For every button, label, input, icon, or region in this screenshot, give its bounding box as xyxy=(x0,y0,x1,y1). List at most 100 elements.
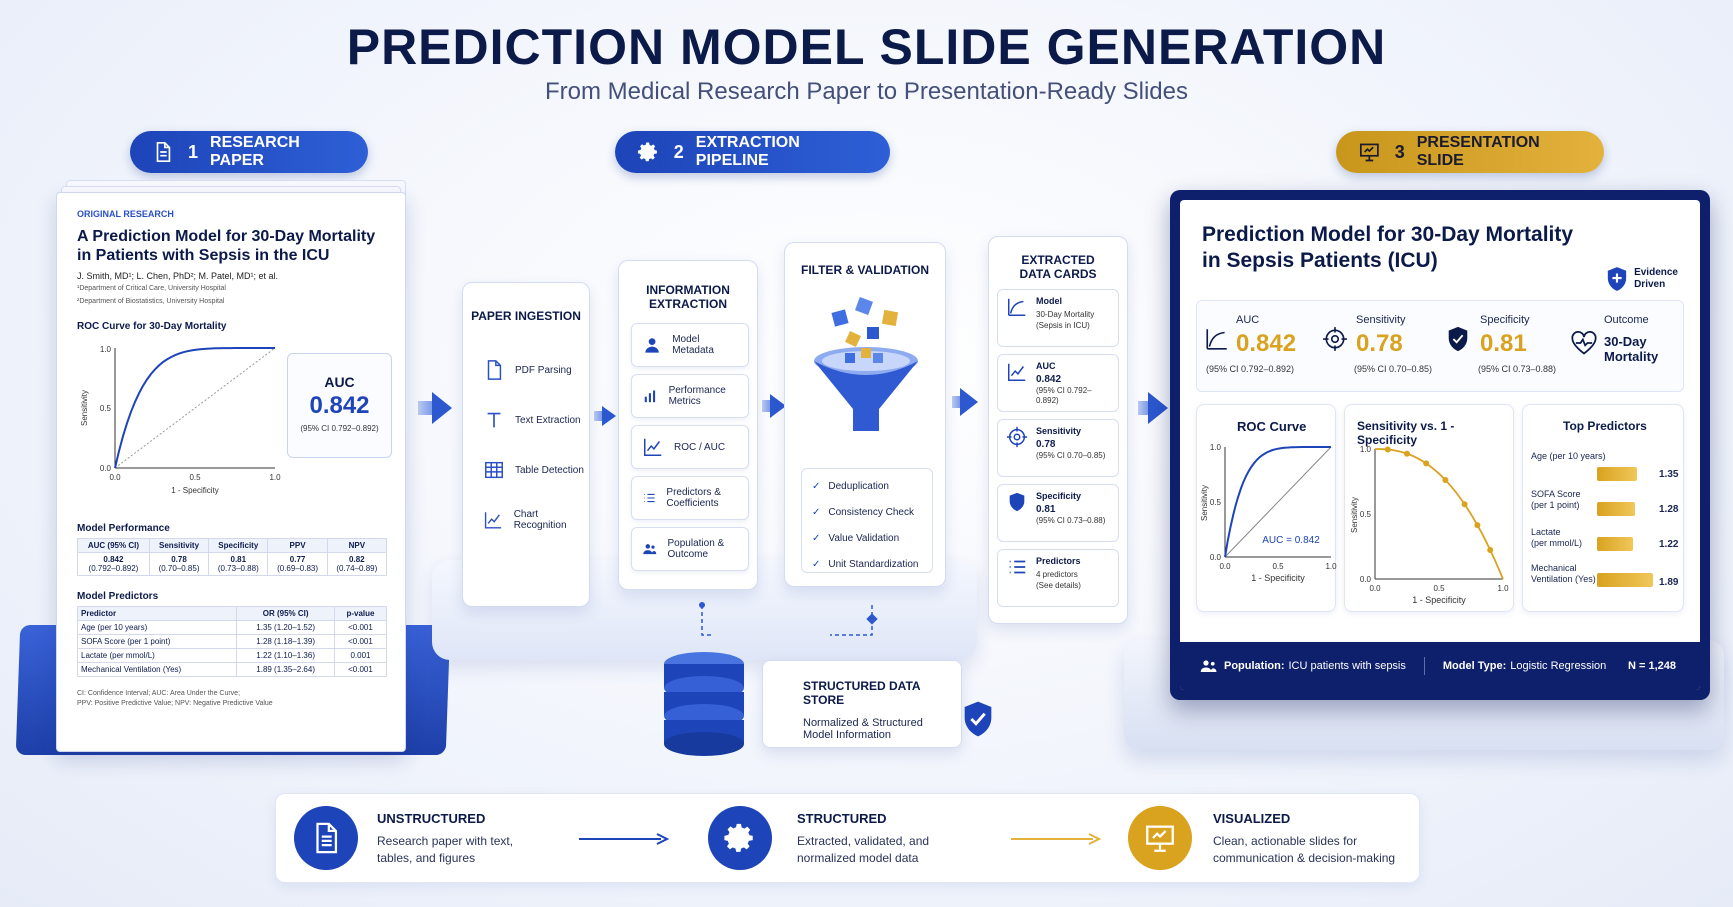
unstructured-circle xyxy=(294,806,358,870)
pred-header: OR (95% CI) xyxy=(236,606,335,621)
step-2-number: 2 xyxy=(673,141,684,162)
paper-pred-title: Model Predictors xyxy=(77,591,159,602)
kpi-specificity: Specificity 0.81 (95% CI 0.73–0.88) xyxy=(1442,300,1557,392)
filter-title: FILTER & VALIDATION xyxy=(801,263,929,277)
pred-header: p-value xyxy=(333,606,388,621)
structured-data-store: STRUCTURED DATA STORE Normalized & Struc… xyxy=(762,660,962,748)
user-icon xyxy=(645,338,659,353)
database-icon xyxy=(664,652,744,756)
paper-ingestion-title: PAPER INGESTION xyxy=(471,309,581,323)
tp-value: 1.28 xyxy=(1659,504,1679,515)
perf-header: AUC (95% CI) xyxy=(77,538,150,553)
perf-cell: 0.842(0.792–0.892) xyxy=(77,552,150,576)
heart-pulse-icon xyxy=(1571,331,1597,355)
info-item-roc: ROC / AUC xyxy=(631,425,749,469)
line-chart-icon xyxy=(1008,363,1026,381)
flow-arrow-2 xyxy=(1138,392,1168,424)
research-paper: ORIGINAL RESEARCH A Prediction Model for… xyxy=(56,192,406,752)
shield-check-icon xyxy=(964,701,992,737)
shield-icon xyxy=(1448,326,1468,352)
slide-ss-chart: 1.0 0.5 0.0 0.0 0.5 1.0 1 - Specificity … xyxy=(1350,445,1509,605)
summary-strip: UNSTRUCTURED Research paper with text,ta… xyxy=(275,793,1420,883)
paper-roc-xlabel: 1 - Specificity xyxy=(171,486,219,495)
step-1-pill: 1 RESEARCH PAPER xyxy=(130,131,368,173)
structured-heading: STRUCTURED xyxy=(797,811,887,826)
paper-dept-2: ²Department of Biostatistics, University… xyxy=(77,298,225,305)
ss-point xyxy=(1442,477,1449,483)
paper-roc-xtick: 1.0 xyxy=(269,473,281,482)
kpi-auc: AUC 0.842 (95% CI 0.792–0.892) xyxy=(1206,314,1297,374)
tp-label-age: Age (per 10 years) xyxy=(1531,451,1606,461)
tp-value: 1.35 xyxy=(1659,469,1679,480)
paper-perf-title: Model Performance xyxy=(77,523,170,534)
step-1-number: 1 xyxy=(188,141,199,162)
bar-chart-icon xyxy=(644,390,656,403)
filter-item-value: ✓Value Validation xyxy=(812,532,900,544)
paper-roc-chart: 1.0 0.5 0.0 0.0 0.5 1.0 1 - Specificity … xyxy=(80,345,281,495)
info-item-predictors: Predictors & Coefficients xyxy=(631,476,749,520)
cards-title-1: EXTRACTED xyxy=(1021,253,1095,267)
summary-arrow-1 xyxy=(579,833,669,845)
pred-header: Predictor xyxy=(76,606,238,621)
ss-point xyxy=(1384,446,1391,453)
slide-ss-title: Sensitivity vs. 1 - Specificity xyxy=(1357,419,1455,447)
paper-footnote-1: CI: Confidence Interval; AUC: Area Under… xyxy=(77,690,241,697)
page-subtitle: From Medical Research Paper to Presentat… xyxy=(545,78,1188,105)
check-icon: ✓ xyxy=(812,480,821,492)
slide-roc-ylabel: Sensitivity xyxy=(1200,485,1209,521)
ingestion-item-text: Text Extraction xyxy=(483,395,589,445)
store-desc-1: Normalized & Structured xyxy=(803,717,923,729)
tp-bar xyxy=(1597,502,1635,516)
slide-roc-xtick: 0.5 xyxy=(1272,562,1284,571)
slide-roc-auc: AUC = 0.842 xyxy=(1262,535,1320,546)
paper-roc-xtick: 0.0 xyxy=(109,473,121,482)
slide-roc-xtick: 1.0 xyxy=(1325,562,1337,571)
slide-roc-chart: 1.0 0.5 0.0 0.0 0.5 1.0 1 - Specificity … xyxy=(1200,443,1337,583)
slide-ss-card: Sensitivity vs. 1 - Specificity 1.0 0.5 … xyxy=(1344,404,1514,612)
perf-cell: 0.81(0.73–0.88) xyxy=(208,552,269,576)
paper-pred-table: Predictor OR (95% CI) p-value Age (per 1… xyxy=(76,606,388,677)
tp-bar xyxy=(1597,573,1653,587)
paper-tag: ORIGINAL RESEARCH xyxy=(77,209,174,219)
slide-roc-curve xyxy=(1224,446,1331,558)
store-connectors xyxy=(699,602,878,636)
shield-icon xyxy=(1009,492,1025,512)
perf-header: PPV xyxy=(267,538,328,553)
step-3-pill: 3 PRESENTATION SLIDE xyxy=(1336,131,1604,173)
ss-point xyxy=(1461,501,1468,508)
perf-header: Sensitivity xyxy=(148,538,210,553)
visualized-heading: VISUALIZED xyxy=(1213,811,1291,826)
kpi-outcome: Outcome 30-Day Mortality xyxy=(1566,300,1681,392)
paper-authors: J. Smith, MD¹; L. Chen, PhD²; M. Patel, … xyxy=(77,271,279,281)
gear-icon xyxy=(724,823,753,852)
users-icon xyxy=(1200,660,1217,672)
step-2-label: EXTRACTION PIPELINE xyxy=(695,134,800,169)
shield-plus-icon xyxy=(1607,267,1627,291)
slide-roc-xlabel: 1 - Specificity xyxy=(1251,573,1305,583)
table-icon xyxy=(485,461,503,479)
text-icon xyxy=(487,412,501,428)
ss-curve xyxy=(1375,448,1504,580)
table-row: Mechanical Ventilation (Yes)1.89 (1.35–2… xyxy=(76,662,388,677)
step-1-label: RESEARCH PAPER xyxy=(210,134,300,169)
slide-title-2: in Sepsis Patients (ICU) xyxy=(1202,249,1438,272)
presentation-icon xyxy=(1146,825,1174,852)
paper-auc-label: AUC xyxy=(324,374,355,390)
presentation-slide: Prediction Model for 30-Day Mortality in… xyxy=(1180,200,1700,690)
info-item-performance: Performance Metrics xyxy=(631,374,749,418)
ingestion-item-table: Table Detection xyxy=(483,445,589,495)
document-icon xyxy=(316,822,338,854)
step-2-pill: 2 EXTRACTION PIPELINE xyxy=(615,131,890,173)
paper-roc-curve xyxy=(114,347,275,469)
curve-icon xyxy=(1206,329,1227,350)
slide-ss-ylabel: Sensitivity xyxy=(1350,497,1359,533)
ss-point xyxy=(1474,522,1481,529)
slide-ss-ytick: 0.5 xyxy=(1360,510,1372,519)
